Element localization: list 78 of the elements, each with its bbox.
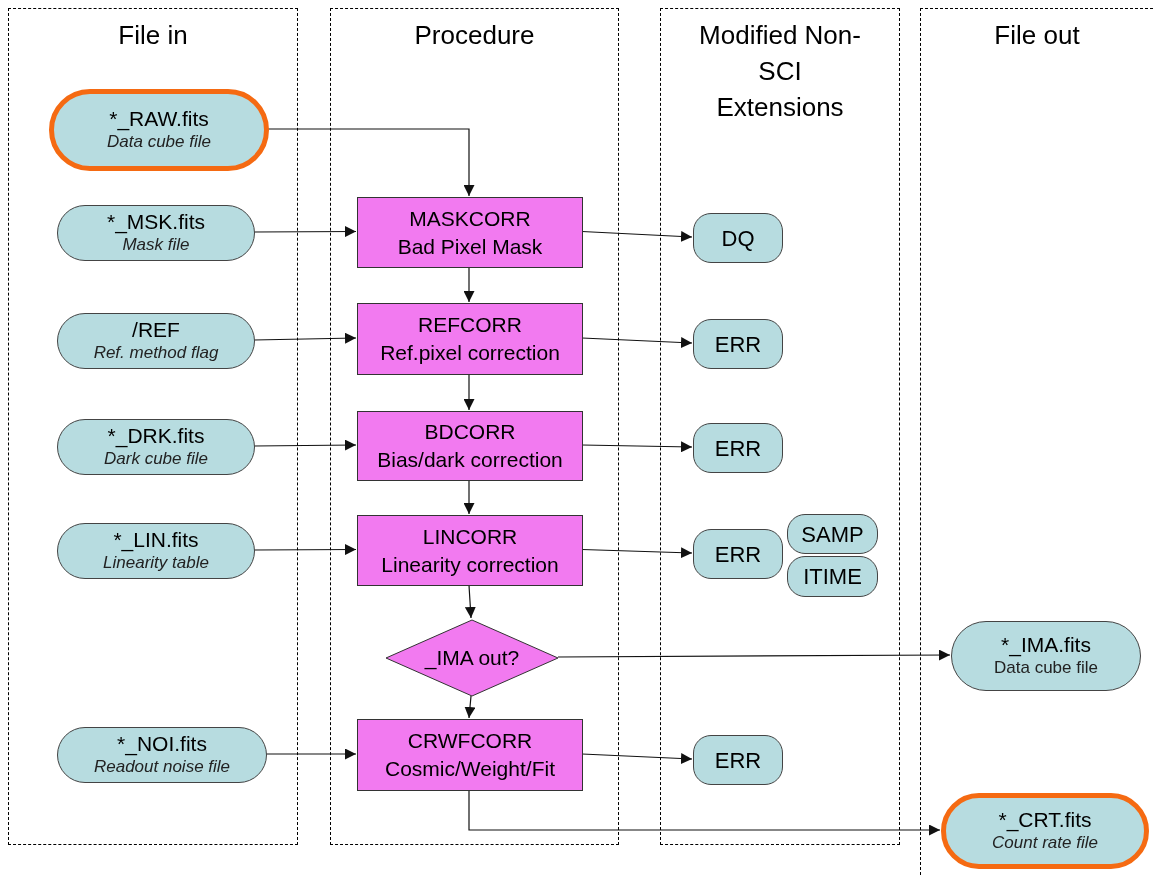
extension-name: ERR	[714, 746, 762, 775]
arrow	[581, 230, 693, 242]
step-name: MASKCORR	[409, 205, 531, 232]
extension-pill	[693, 319, 783, 369]
file-name: *_RAW.fits	[109, 107, 209, 131]
file-description: Count rate file	[992, 832, 1098, 854]
arrow	[267, 128, 475, 197]
extension-name: ERR	[714, 540, 762, 569]
extension-pill	[693, 213, 783, 263]
column-heading: Modified Non-SCI Extensions	[698, 19, 862, 124]
arrow	[581, 547, 693, 559]
file-description: Mask file	[122, 234, 190, 256]
step-name: BDCORR	[424, 419, 516, 445]
step-name: CRWFCORR	[407, 728, 533, 754]
process-box	[357, 303, 583, 375]
file-description: Dark cube file	[104, 448, 208, 470]
extension-name: DQ	[721, 224, 755, 253]
arrow	[464, 584, 476, 619]
arrow	[253, 544, 357, 556]
extension-pill	[693, 423, 783, 473]
file-pill	[57, 523, 255, 579]
arrow	[463, 266, 475, 303]
file-description: Data cube file	[107, 131, 211, 153]
arrow	[468, 789, 941, 836]
step-name: REFCORR	[418, 312, 522, 338]
column-heading: File out	[993, 19, 1081, 52]
file-name: *_CRT.fits	[998, 808, 1092, 832]
arrow	[265, 748, 357, 760]
file-name: *_IMA.fits	[1001, 633, 1091, 657]
file-name: *_LIN.fits	[113, 528, 199, 552]
file-name: /REF	[132, 318, 180, 342]
step-description: Ref.pixel correction	[380, 340, 560, 366]
arrow	[557, 649, 951, 661]
extension-pill	[693, 735, 783, 785]
arrow	[463, 373, 475, 411]
column-panel	[660, 8, 900, 845]
decision-diamond	[385, 619, 559, 697]
process-box	[357, 411, 583, 481]
file-name: *_NOI.fits	[117, 732, 207, 756]
process-box	[357, 197, 583, 268]
file-name: *_DRK.fits	[107, 424, 205, 448]
file-pill	[57, 205, 255, 261]
file-description: Linearity table	[103, 552, 209, 574]
arrow	[581, 337, 693, 348]
file-description: Ref. method flag	[93, 342, 219, 364]
decision-text: _IMA out?	[424, 645, 520, 672]
file-description: Data cube file	[994, 657, 1098, 679]
file-pill	[57, 419, 255, 475]
process-box	[357, 515, 583, 586]
process-box	[357, 719, 583, 791]
arrow	[253, 439, 357, 451]
step-description: Cosmic/Weight/Fit	[385, 756, 555, 782]
step-description: Bias/dark correction	[377, 447, 563, 473]
file-pill	[57, 313, 255, 369]
arrow	[463, 479, 475, 515]
step-description: Linearity correction	[381, 551, 559, 578]
extension-name: SAMP	[801, 520, 864, 549]
column-heading: Procedure	[413, 19, 536, 52]
extension-name: ITIME	[803, 563, 862, 591]
column-panel	[330, 8, 619, 845]
extension-pill	[693, 529, 783, 579]
arrow	[464, 695, 476, 719]
file-pill	[57, 727, 267, 783]
extension-name: ERR	[714, 434, 762, 463]
extension-pill	[787, 514, 878, 554]
column-heading: File in	[117, 19, 189, 52]
column-panel	[920, 8, 1153, 875]
arrow	[253, 226, 357, 238]
arrow	[581, 441, 693, 453]
arrow	[581, 753, 693, 764]
extension-name: ERR	[714, 330, 762, 359]
step-name: LINCORR	[422, 523, 518, 550]
column-panel	[8, 8, 298, 845]
step-description: Bad Pixel Mask	[397, 233, 543, 260]
file-description: Readout noise file	[93, 756, 231, 778]
extension-pill	[787, 556, 878, 597]
arrow	[253, 332, 357, 344]
file-name: *_MSK.fits	[107, 210, 205, 234]
